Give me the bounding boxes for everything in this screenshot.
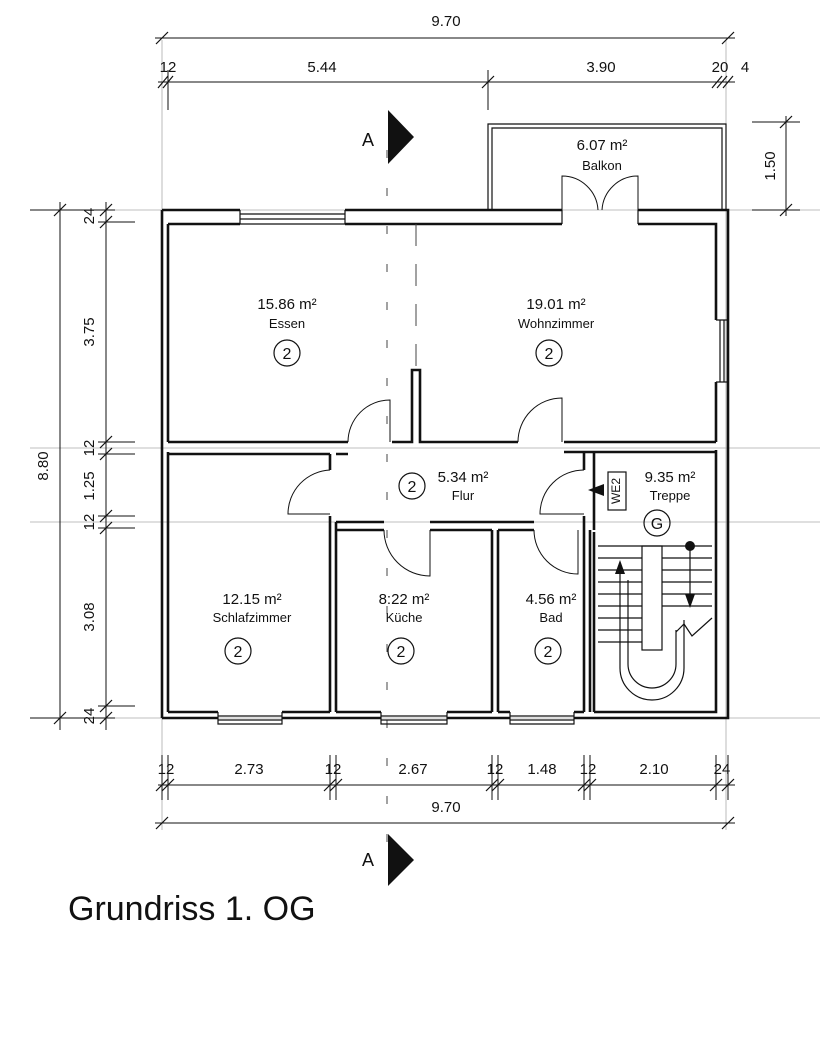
wohnzimmer-unit: 2	[545, 346, 554, 363]
room-bad: 4.56 m² Bad 2	[526, 591, 577, 665]
plan-title: Grundriss 1. OG	[68, 890, 316, 928]
room-wohnzimmer: 19.01 m² Wohnzimmer 2	[518, 296, 595, 367]
left-total-dim: 8.80	[35, 451, 52, 480]
treppe-area: 9.35 m²	[645, 469, 696, 486]
room-balkon: 6.07 m² Balkon	[577, 137, 628, 173]
top-seg1-dim: 5.44	[307, 59, 336, 76]
room-schlafzimmer: 12.15 m² Schlafzimmer 2	[213, 591, 292, 665]
left-bottom-wall-dim: 24	[81, 708, 98, 725]
kueche-area: 8:22 m²	[379, 591, 430, 608]
wohnzimmer-area: 19.01 m²	[526, 296, 585, 313]
left-seg2-dim: 1.25	[81, 471, 98, 500]
bottom-dimension-total: 9.70	[155, 799, 735, 830]
flur-name: Flur	[452, 488, 475, 503]
bottom-wall4-dim: 12	[580, 761, 597, 778]
left-dimension-total: 8.80	[30, 202, 115, 730]
axis-lines	[30, 40, 820, 860]
room-essen: 15.86 m² Essen 2	[257, 296, 317, 367]
essen-unit: 2	[283, 346, 292, 363]
balkon-name: Balkon	[582, 158, 622, 173]
balcony-depth-dimension: 1.50	[752, 115, 800, 217]
top-dimension-chain: 12 5.44 3.90 20 4	[157, 59, 749, 110]
interior-walls	[168, 224, 716, 712]
bottom-dimension-chain: 12 2.73 12 2.67 12 1.48 12 2.10 24	[155, 755, 735, 800]
top-right-b-dim: 4	[741, 59, 749, 76]
bottom-total-dim: 9.70	[431, 799, 460, 816]
essen-name: Essen	[269, 316, 305, 331]
schlafzimmer-name: Schlafzimmer	[213, 610, 292, 625]
left-top-wall-dim: 24	[81, 208, 98, 225]
bottom-seg3-dim: 1.48	[527, 761, 556, 778]
doors	[287, 175, 639, 577]
room-treppe: 9.35 m² Treppe G	[643, 469, 696, 537]
kueche-unit: 2	[397, 644, 406, 661]
section-label-bottom: A	[362, 850, 374, 870]
top-right-a-dim: 20	[712, 59, 729, 76]
bottom-wall3-dim: 12	[487, 761, 504, 778]
bottom-wall2-dim: 12	[325, 761, 342, 778]
flur-area: 5.34 m²	[438, 469, 489, 486]
wohnzimmer-name: Wohnzimmer	[518, 316, 595, 331]
top-seg2-dim: 3.90	[586, 59, 615, 76]
bad-name: Bad	[539, 610, 562, 625]
exterior-walls	[160, 208, 730, 725]
section-marker-top: A	[362, 110, 414, 164]
section-label-top: A	[362, 130, 374, 150]
flur-unit: 2	[408, 479, 417, 496]
left-mid-wall1-dim: 12	[81, 440, 98, 457]
balkon-area: 6.07 m²	[577, 137, 628, 154]
top-total-dim: 9.70	[431, 13, 460, 30]
room-kueche: 8:22 m² Küche 2	[379, 591, 430, 665]
left-dimension-chain: 24 3.75 12 1.25 12 3.08 24	[81, 202, 135, 730]
staircase	[598, 541, 713, 701]
treppe-name: Treppe	[650, 488, 691, 503]
bad-area: 4.56 m²	[526, 591, 577, 608]
schlafzimmer-unit: 2	[234, 644, 243, 661]
section-marker-bottom: A	[362, 834, 414, 886]
left-mid-wall2-dim: 12	[81, 514, 98, 531]
left-seg3-dim: 3.08	[81, 602, 98, 631]
balcony-depth-dim: 1.50	[762, 151, 779, 180]
bottom-seg4-dim: 2.10	[639, 761, 668, 778]
top-dimension-total: 9.70	[155, 13, 735, 45]
balcony	[487, 123, 727, 210]
kueche-name: Küche	[386, 610, 423, 625]
room-flur: 2 5.34 m² Flur	[398, 469, 489, 503]
bottom-seg1-dim: 2.73	[234, 761, 263, 778]
treppe-unit: G	[651, 516, 663, 533]
bottom-wall5-dim: 24	[714, 761, 731, 778]
bottom-seg2-dim: 2.67	[398, 761, 427, 778]
bad-unit: 2	[544, 644, 553, 661]
unit-marker: WE2	[588, 471, 627, 511]
bottom-wall1-dim: 12	[158, 761, 175, 778]
left-seg1-dim: 3.75	[81, 317, 98, 346]
top-left-wall-dim: 12	[160, 59, 177, 76]
schlafzimmer-area: 12.15 m²	[222, 591, 281, 608]
we2-label: WE2	[609, 478, 623, 504]
essen-area: 15.86 m²	[257, 296, 316, 313]
